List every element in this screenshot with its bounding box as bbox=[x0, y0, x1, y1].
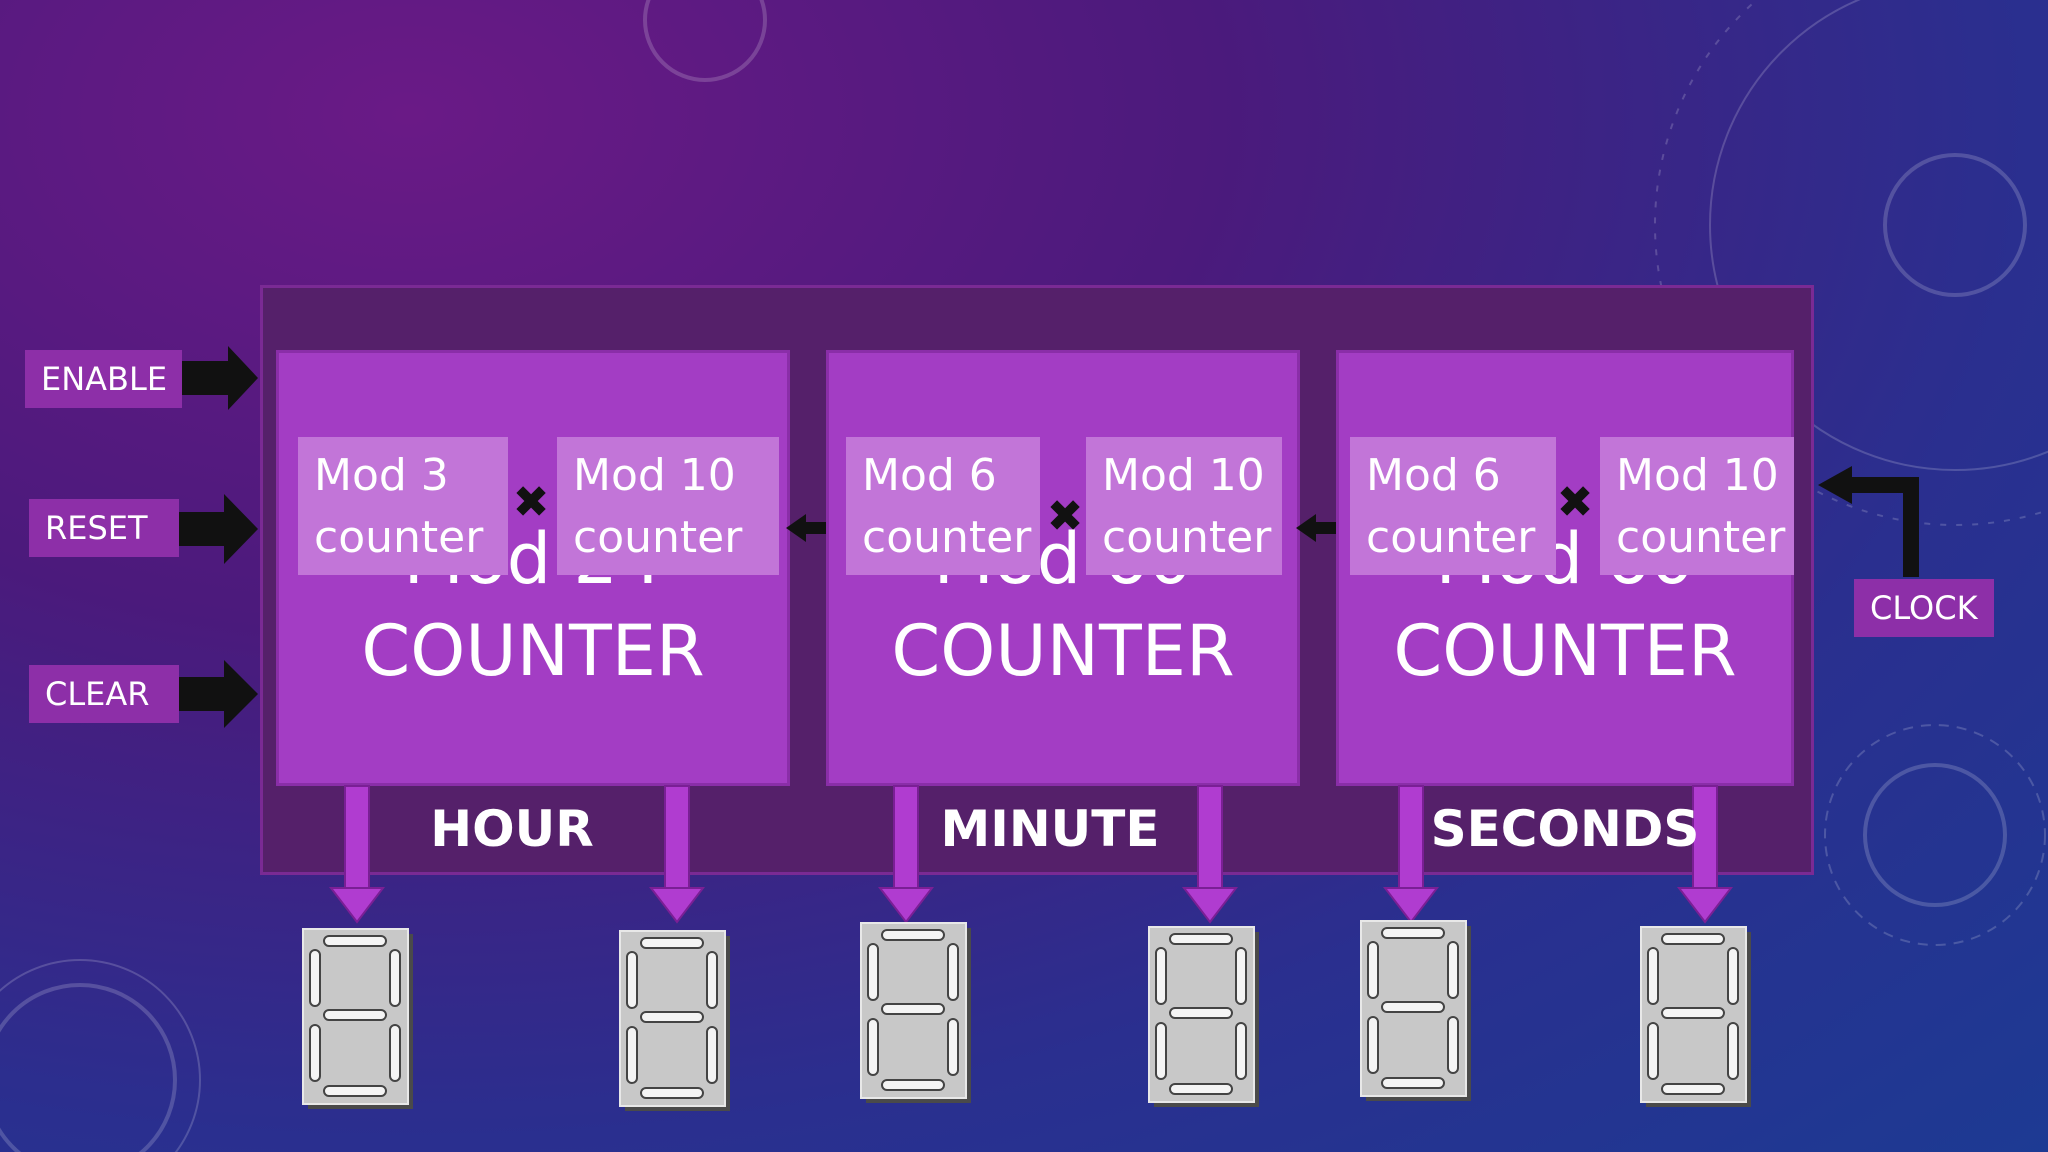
seven-segment-display-seconds-units bbox=[1640, 926, 1752, 1108]
multiply-icon: ✖ bbox=[512, 477, 550, 528]
output-arrow bbox=[1676, 785, 1734, 924]
reset-input-label: RESET bbox=[29, 499, 179, 557]
clear-input-label: CLEAR bbox=[29, 665, 179, 723]
reset-arrow bbox=[178, 494, 258, 564]
clock-input-label: CLOCK bbox=[1854, 579, 1994, 637]
hour-label: HOUR bbox=[430, 800, 594, 858]
output-arrow bbox=[1181, 785, 1239, 924]
output-arrow bbox=[877, 785, 935, 924]
carry-arrow-seconds-to-minute bbox=[1296, 514, 1336, 542]
subcounter-line2: counter bbox=[1616, 512, 1786, 563]
seconds-counter-title-line2: COUNTER bbox=[1393, 610, 1737, 692]
enable-input-label: ENABLE bbox=[25, 350, 182, 408]
hour-counter-title-line2: COUNTER bbox=[361, 610, 705, 692]
subcounter-line1: Mod 6 bbox=[1366, 450, 1501, 501]
subcounter-line2: counter bbox=[314, 512, 484, 563]
minute-counter-title-line2: COUNTER bbox=[891, 610, 1235, 692]
carry-arrow-minute-to-hour bbox=[786, 514, 826, 542]
subcounter-line2: counter bbox=[573, 512, 743, 563]
minute-units-subcounter: Mod 10 counter bbox=[1086, 437, 1282, 575]
seconds-label: SECONDS bbox=[1430, 800, 1700, 858]
seconds-units-subcounter: Mod 10 counter bbox=[1600, 437, 1794, 575]
subcounter-line1: Mod 10 bbox=[1616, 450, 1779, 501]
hour-tens-subcounter: Mod 3 counter bbox=[298, 437, 508, 575]
minute-tens-subcounter: Mod 6 counter bbox=[846, 437, 1040, 575]
clear-arrow bbox=[178, 660, 258, 728]
seven-segment-display-seconds-tens bbox=[1360, 920, 1472, 1102]
subcounter-line1: Mod 10 bbox=[1102, 450, 1265, 501]
subcounter-line2: counter bbox=[862, 512, 1032, 563]
output-arrow bbox=[648, 785, 706, 924]
minute-label: MINUTE bbox=[940, 800, 1160, 858]
subcounter-line2: counter bbox=[1366, 512, 1536, 563]
output-arrow bbox=[1382, 785, 1440, 924]
subcounter-line2: counter bbox=[1102, 512, 1272, 563]
enable-arrow bbox=[182, 346, 258, 410]
seconds-tens-subcounter: Mod 6 counter bbox=[1350, 437, 1556, 575]
hour-units-subcounter: Mod 10 counter bbox=[557, 437, 779, 575]
subcounter-line1: Mod 10 bbox=[573, 450, 736, 501]
seven-segment-display-minute-tens bbox=[860, 922, 972, 1104]
seven-segment-display-minute-units bbox=[1148, 926, 1260, 1108]
multiply-icon: ✖ bbox=[1046, 491, 1084, 542]
clock-arrow bbox=[1818, 466, 1919, 577]
multiply-icon: ✖ bbox=[1556, 477, 1594, 528]
output-arrow bbox=[328, 785, 386, 924]
subcounter-line1: Mod 3 bbox=[314, 450, 449, 501]
seven-segment-display-hour-units bbox=[619, 930, 731, 1112]
subcounter-line1: Mod 6 bbox=[862, 450, 997, 501]
seven-segment-display-hour-tens bbox=[302, 928, 414, 1110]
